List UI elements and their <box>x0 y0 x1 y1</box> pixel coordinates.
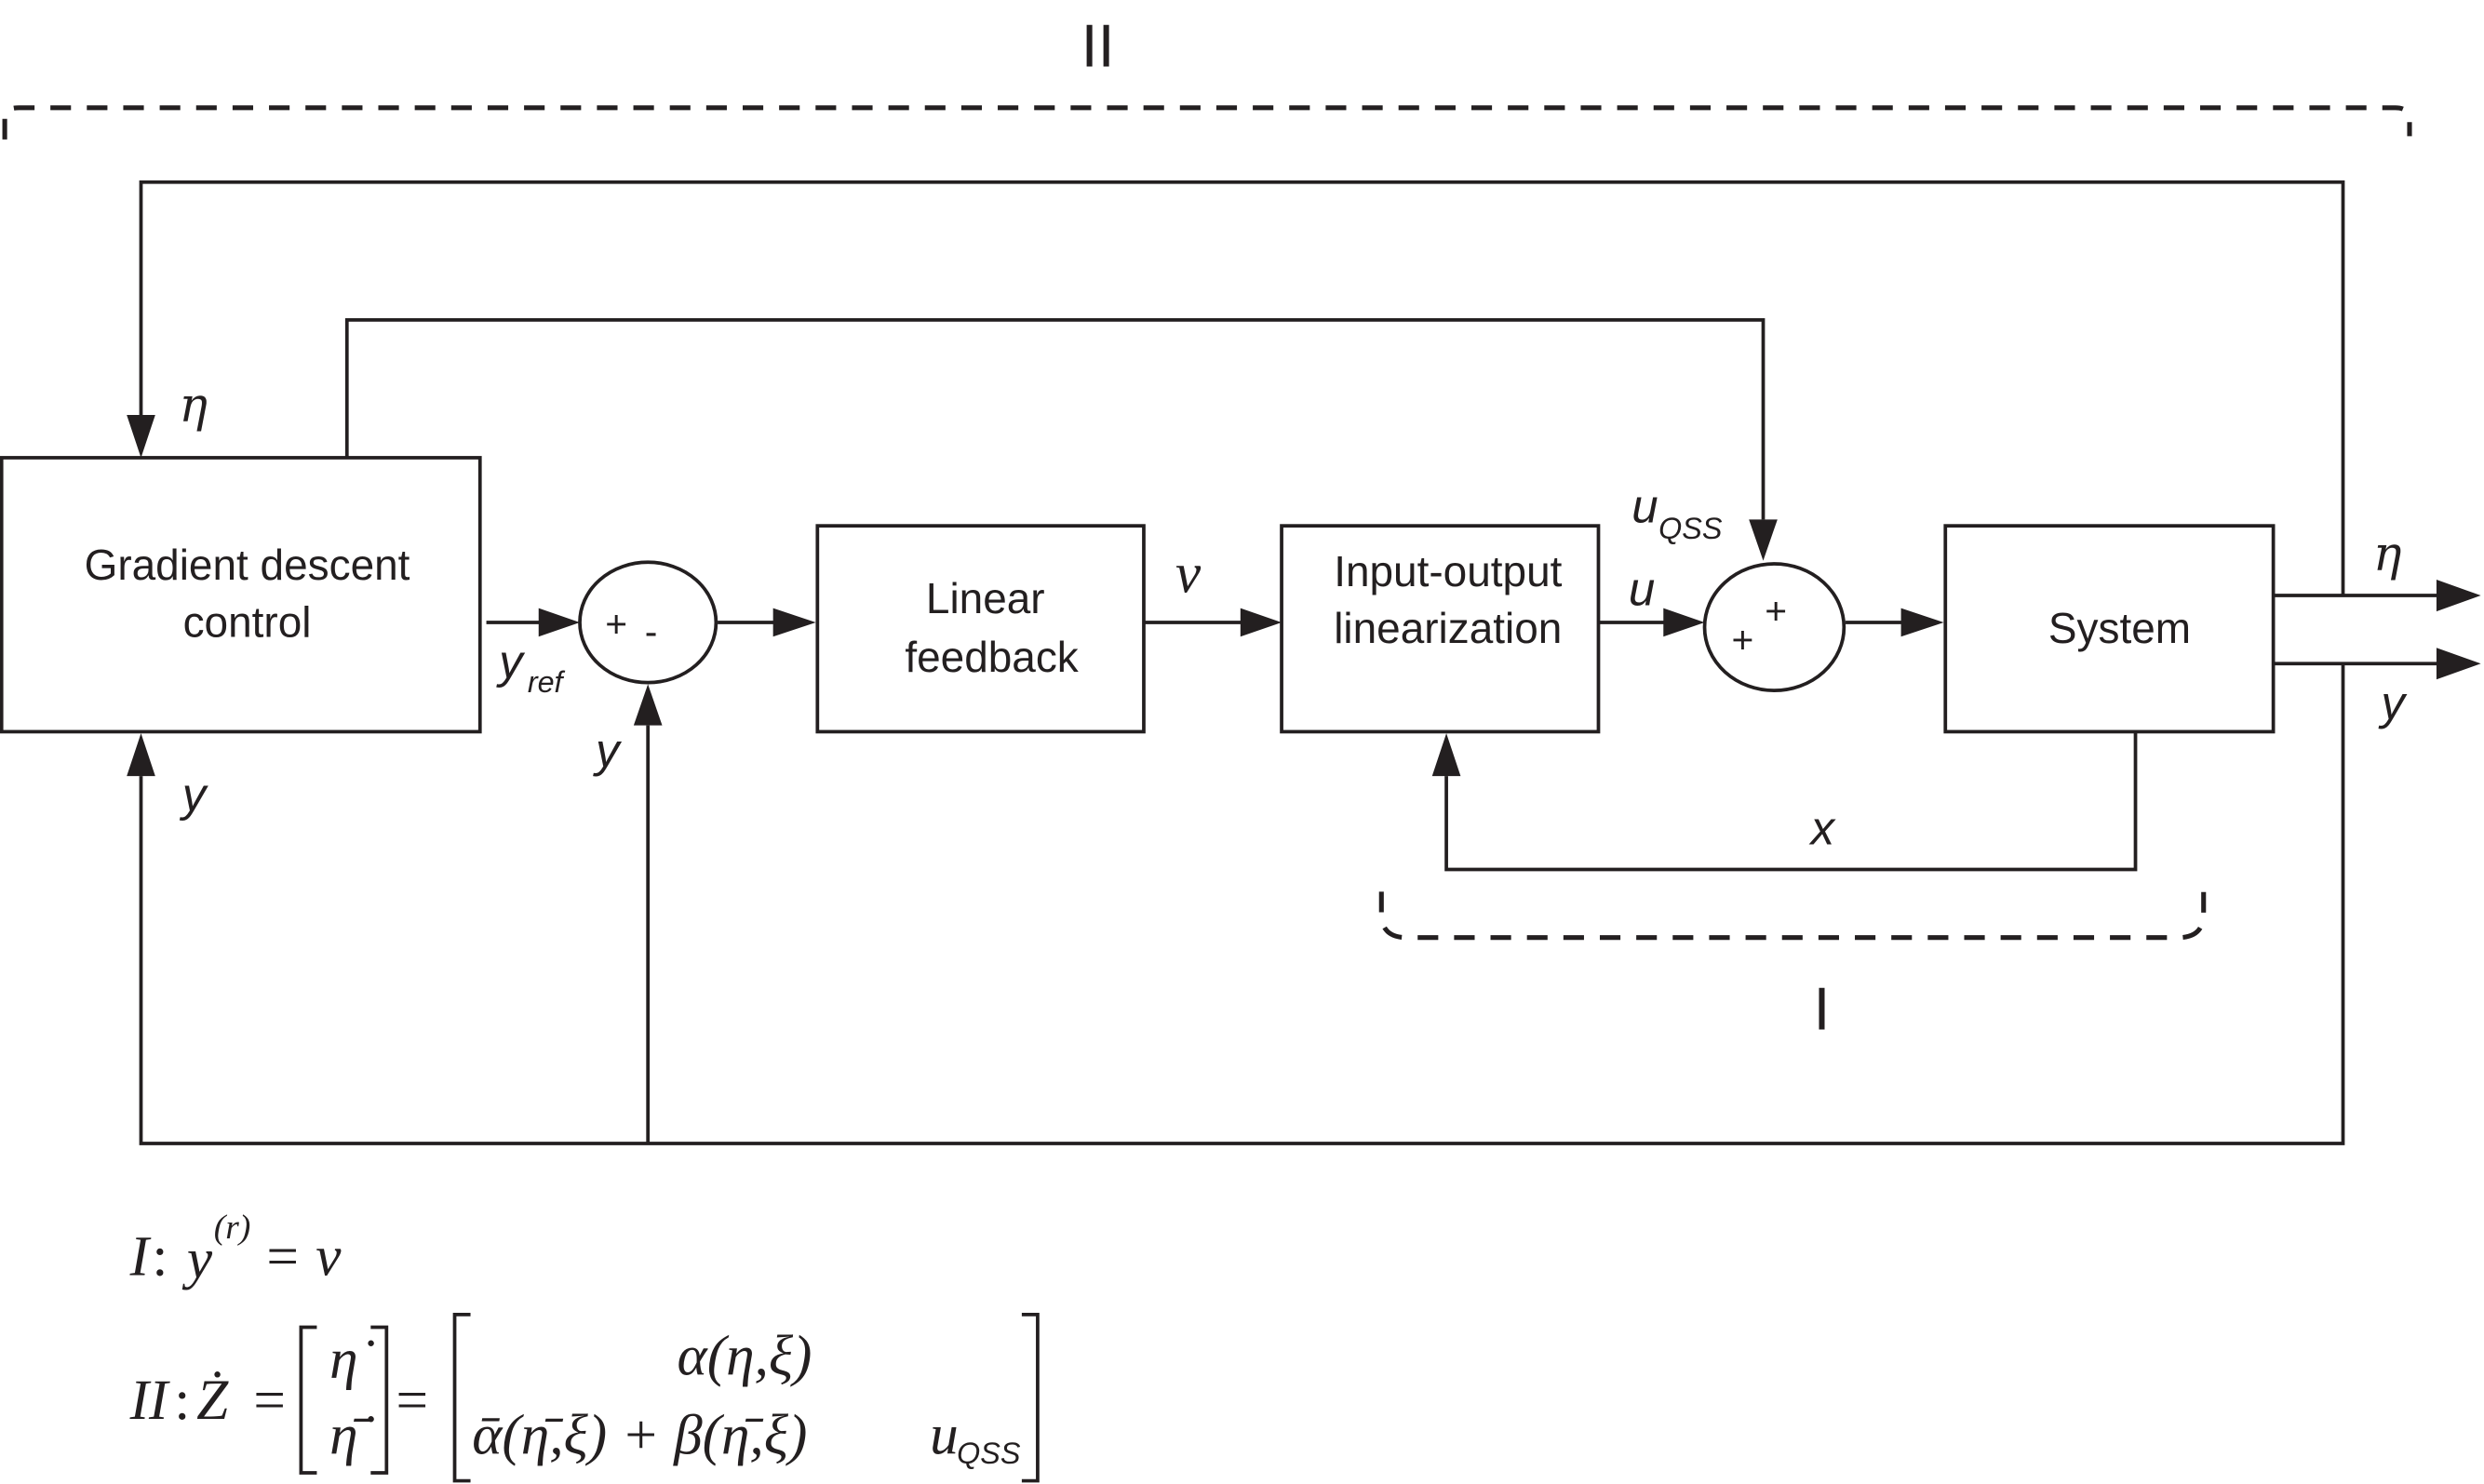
summing-junction-2 <box>1702 562 1846 693</box>
linear-feedback-label-2: feedback <box>905 633 1079 681</box>
svg-text:(r): (r) <box>214 1209 251 1247</box>
io-linearization-label-2: linearization <box>1334 604 1562 652</box>
uqss-sub-label: QSS <box>1658 512 1723 545</box>
svg-text:η̇: η̇ <box>329 1328 374 1391</box>
summing-junction-1 <box>578 560 718 685</box>
matrix-right-bracket <box>1021 1312 1040 1483</box>
yref-arrowhead <box>538 608 580 637</box>
eta-output-label: η <box>2373 528 2402 582</box>
u-label: u <box>1629 562 1655 615</box>
summer1-to-linear-arrowhead <box>772 608 816 637</box>
system-label: System <box>2048 604 2191 652</box>
svg-text:y: y <box>181 1228 213 1291</box>
svg-text:Ż: Ż <box>196 1369 229 1432</box>
eta-output-arrowhead <box>2436 580 2481 612</box>
vector-left-bracket <box>299 1325 317 1475</box>
vector-right-bracket <box>370 1325 389 1475</box>
inner-group-label: I <box>1814 974 1831 1042</box>
y-output-label: y <box>2378 676 2408 729</box>
io-linearization-label-1: Input-output <box>1334 547 1562 595</box>
u-arrowhead <box>1663 608 1705 637</box>
linear-feedback-block <box>815 524 1146 734</box>
svg-text:α(η,ξ): α(η,ξ) <box>678 1325 812 1388</box>
inner-group-bracket <box>1378 891 2207 941</box>
outer-group-bracket <box>2 105 2412 140</box>
gradient-descent-block <box>0 456 482 734</box>
eta-feedback-line <box>139 180 2345 596</box>
svg-text:II: II <box>129 1369 170 1432</box>
io-linearization-block <box>1280 524 1601 734</box>
matrix-left-bracket <box>452 1312 471 1483</box>
linear-feedback-label-1: Linear <box>926 574 1045 622</box>
svg-text:u: u <box>930 1404 959 1467</box>
summer1-minus: - <box>645 610 658 653</box>
summer1-plus: + <box>605 602 627 645</box>
yref-sub-label: ref <box>528 665 566 699</box>
y-feedback-gradient-arrowhead <box>127 733 155 777</box>
y-feedback-summer-arrowhead <box>633 684 663 726</box>
y-output-arrowhead <box>2436 648 2481 680</box>
equation-1: I : y (r) = v <box>129 1209 342 1291</box>
svg-text:= v: = v <box>263 1224 342 1288</box>
v-arrowhead <box>1240 608 1282 637</box>
gradient-descent-label-2: control <box>183 597 312 646</box>
y-feedback-line <box>139 663 2345 1145</box>
yref-label: y <box>496 635 526 689</box>
uqss-arrowhead <box>1749 519 1778 561</box>
uqss-line <box>344 317 1766 520</box>
uqss-label: u <box>1631 480 1658 533</box>
summer2-plus-a: + <box>1731 618 1753 661</box>
v-label: v <box>1175 542 1202 606</box>
gradient-descent-label-1: Gradient descent <box>85 541 410 589</box>
x-feedback-arrowhead <box>1431 733 1461 777</box>
svg-text:=: = <box>396 1369 429 1432</box>
svg-text::: : <box>152 1224 168 1288</box>
outer-group-label: II <box>1081 12 1115 80</box>
x-feedback-line <box>1444 731 2138 872</box>
eta-input-label: η <box>179 379 208 434</box>
system-block <box>1943 524 2276 734</box>
y-input-label: y <box>180 769 209 822</box>
svg-text:I: I <box>129 1224 152 1288</box>
svg-text:=: = <box>253 1369 286 1432</box>
y-feedback-label: y <box>593 724 623 777</box>
svg-text:ᾱ(η̄,ξ) + β(η̄,ξ): ᾱ(η̄,ξ) + β(η̄,ξ) <box>472 1404 807 1467</box>
x-label: x <box>1808 801 1837 854</box>
svg-text::: : <box>174 1369 190 1432</box>
equation-2: II : Ż = η̇ η̄̇ = α(η,ξ) ᾱ(η̄,ξ) + β(η̄,… <box>129 1312 1040 1483</box>
svg-text:η̄̇: η̄̇ <box>329 1404 374 1467</box>
svg-text:QSS: QSS <box>957 1437 1021 1470</box>
summer2-plus-b: + <box>1765 590 1787 633</box>
eta-feedback-arrowhead <box>127 415 155 458</box>
summer2-to-system-arrowhead <box>1900 608 1944 637</box>
